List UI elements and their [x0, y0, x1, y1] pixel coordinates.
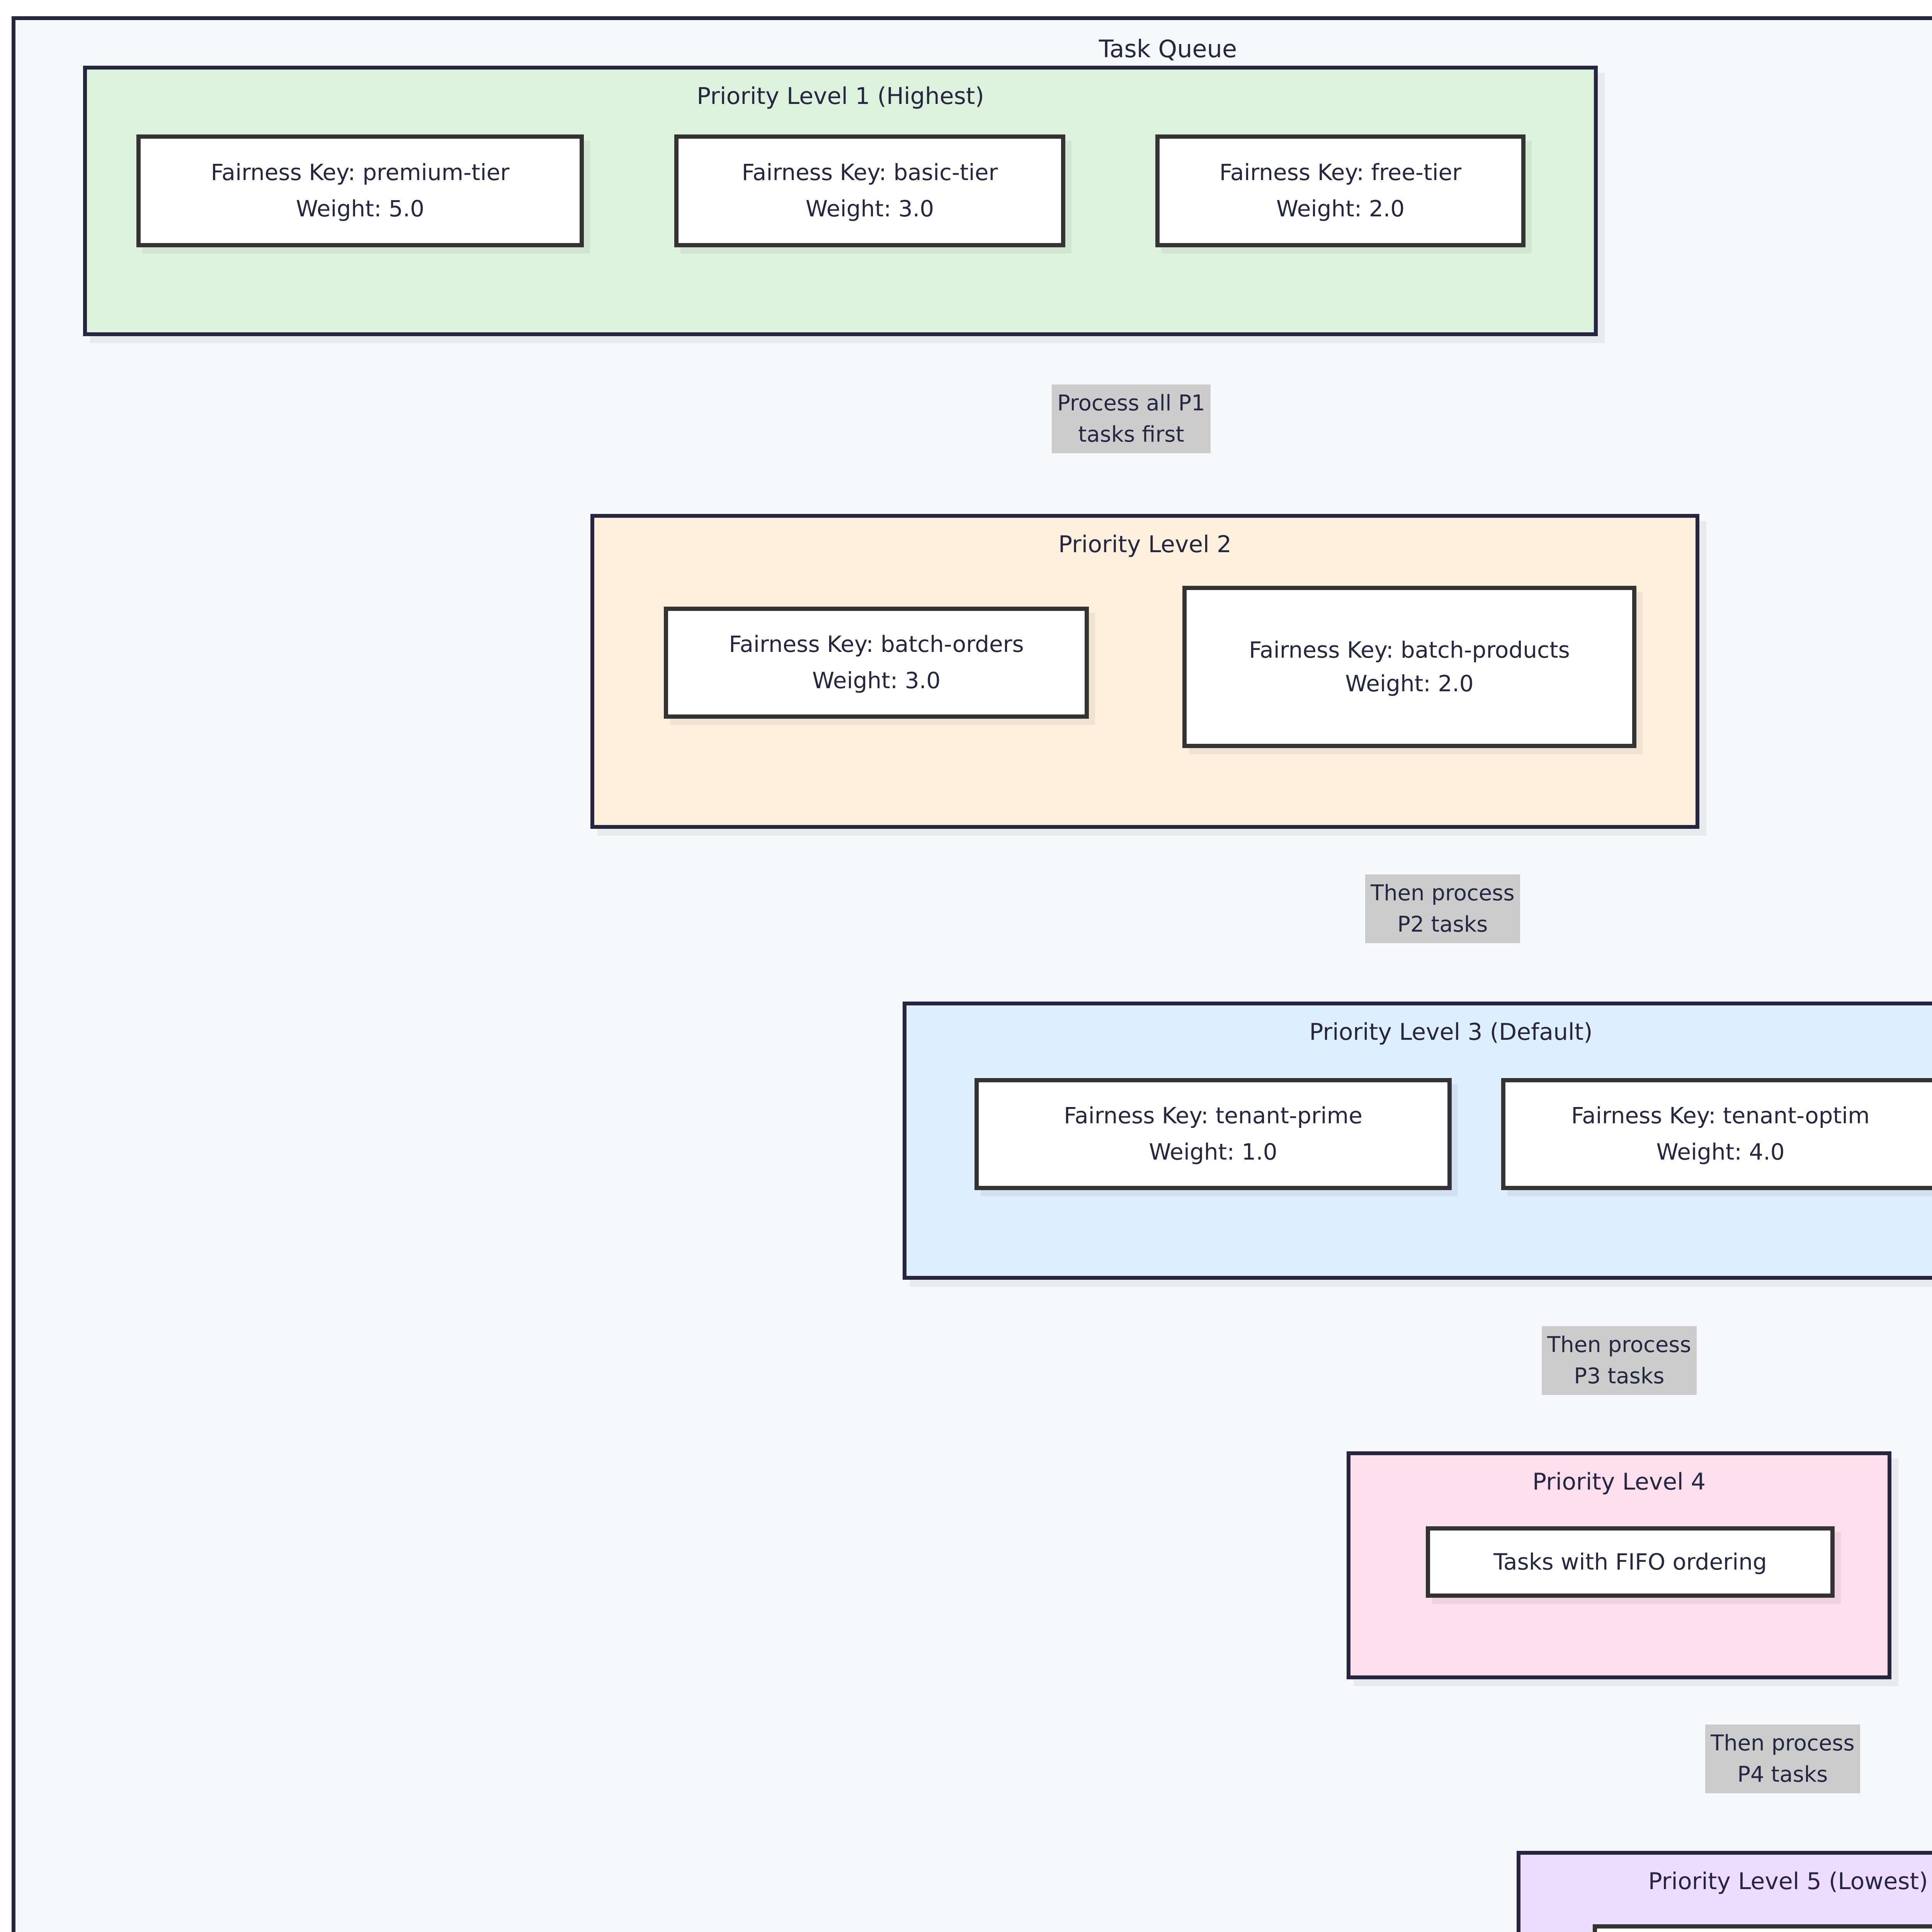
- node-line-2: Weight: 3.0: [805, 196, 934, 222]
- node-line-2: Weight: 2.0: [1345, 670, 1474, 697]
- cluster-title-p5: Priority Level 5 (Lowest): [1648, 1868, 1928, 1895]
- diagram-title: Task Queue: [1099, 35, 1237, 63]
- node-line-1: Fairness Key: free-tier: [1219, 159, 1462, 186]
- edge-label-line-2: P3 tasks: [1574, 1364, 1665, 1389]
- node-p2-batch-orders[interactable]: Fairness Key: batch-orders Weight: 3.0: [664, 607, 1089, 719]
- node-line-1: Fairness Key: batch-products: [1249, 637, 1570, 663]
- node-line-2: Weight: 5.0: [296, 196, 425, 222]
- node-p1-free-tier[interactable]: Fairness Key: free-tier Weight: 2.0: [1155, 134, 1526, 247]
- node-line-1: Fairness Key: premium-tier: [211, 159, 510, 186]
- node-p4-fifo[interactable]: Tasks with FIFO ordering: [1426, 1526, 1835, 1598]
- node-line-2: Weight: 4.0: [1656, 1139, 1785, 1165]
- cluster-title-p3: Priority Level 3 (Default): [1309, 1019, 1593, 1046]
- node-p5-fifo[interactable]: Tasks with FIFO ordering: [1593, 1924, 1932, 1932]
- cluster-title-p4: Priority Level 4: [1532, 1468, 1706, 1495]
- cluster-priority-level-5[interactable]: Priority Level 5 (Lowest): [1517, 1851, 1932, 1932]
- node-p2-batch-products[interactable]: Fairness Key: batch-products Weight: 2.0: [1182, 586, 1636, 748]
- node-p3-tenant-optim[interactable]: Fairness Key: tenant-optim Weight: 4.0: [1501, 1078, 1932, 1190]
- edge-label-p3-to-p4: Then process P3 tasks: [1542, 1326, 1697, 1395]
- cluster-title-p2: Priority Level 2: [1058, 531, 1232, 558]
- edge-label-line-1: Then process: [1711, 1731, 1855, 1756]
- node-p1-premium-tier[interactable]: Fairness Key: premium-tier Weight: 5.0: [136, 134, 584, 247]
- edge-label-p4-to-p5: Then process P4 tasks: [1705, 1725, 1860, 1794]
- edge-label-p2-to-p3: Then process P2 tasks: [1365, 874, 1520, 944]
- node-line-1: Fairness Key: basic-tier: [742, 159, 998, 186]
- edge-label-line-2: P4 tasks: [1737, 1762, 1828, 1787]
- node-line-2: Weight: 3.0: [812, 667, 941, 694]
- node-line-2: Weight: 2.0: [1276, 196, 1405, 222]
- edge-label-line-2: tasks first: [1078, 422, 1184, 447]
- edge-label-line-2: P2 tasks: [1397, 912, 1488, 937]
- edge-label-p1-to-p2: Process all P1 tasks first: [1052, 384, 1211, 454]
- edge-label-line-1: Then process: [1547, 1332, 1691, 1357]
- edge-label-line-1: Then process: [1371, 881, 1515, 906]
- node-p1-basic-tier[interactable]: Fairness Key: basic-tier Weight: 3.0: [674, 134, 1065, 247]
- node-line-1: Fairness Key: batch-orders: [729, 631, 1024, 658]
- node-line-1: Fairness Key: tenant-prime: [1064, 1102, 1362, 1129]
- edge-label-line-1: Process all P1: [1057, 391, 1205, 416]
- node-p3-tenant-prime[interactable]: Fairness Key: tenant-prime Weight: 1.0: [975, 1078, 1452, 1190]
- cluster-title-p1: Priority Level 1 (Highest): [697, 83, 984, 110]
- node-line-1: Tasks with FIFO ordering: [1493, 1548, 1767, 1575]
- node-line-1: Fairness Key: tenant-optim: [1571, 1102, 1870, 1129]
- node-line-2: Weight: 1.0: [1149, 1139, 1277, 1165]
